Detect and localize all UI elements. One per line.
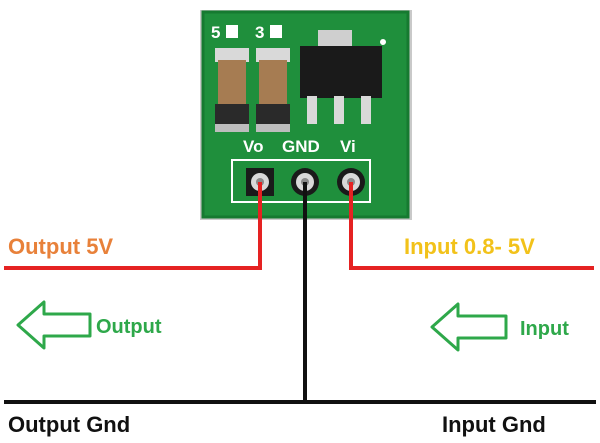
regulator-chip (300, 30, 386, 124)
input-arrow-label: Input (520, 318, 569, 340)
input-wire (349, 182, 594, 270)
input-arrow-icon (430, 302, 508, 352)
capacitor-left (215, 48, 249, 132)
pin-header-outline (231, 159, 371, 203)
silk-pad-5 (226, 25, 238, 38)
pin-label-vo: Vo (243, 137, 263, 156)
output-gnd-label: Output Gnd (8, 412, 130, 437)
output-arrow-label: Output (96, 316, 162, 338)
output-arrow-icon (16, 300, 92, 350)
silk-label-5: 5 (211, 23, 220, 42)
output-voltage-label: Output 5V (8, 234, 113, 259)
pcb-board: 5 3 Vo GND Vi (200, 10, 412, 220)
input-voltage-label: Input 0.8- 5V (404, 234, 535, 259)
pin-label-vi: Vi (340, 137, 356, 156)
output-wire (4, 182, 262, 270)
silk-label-3: 3 (255, 23, 264, 42)
capacitor-right (256, 48, 290, 132)
pin-label-gnd: GND (282, 137, 320, 156)
input-gnd-label: Input Gnd (442, 412, 546, 437)
silk-pad-3 (270, 25, 282, 38)
